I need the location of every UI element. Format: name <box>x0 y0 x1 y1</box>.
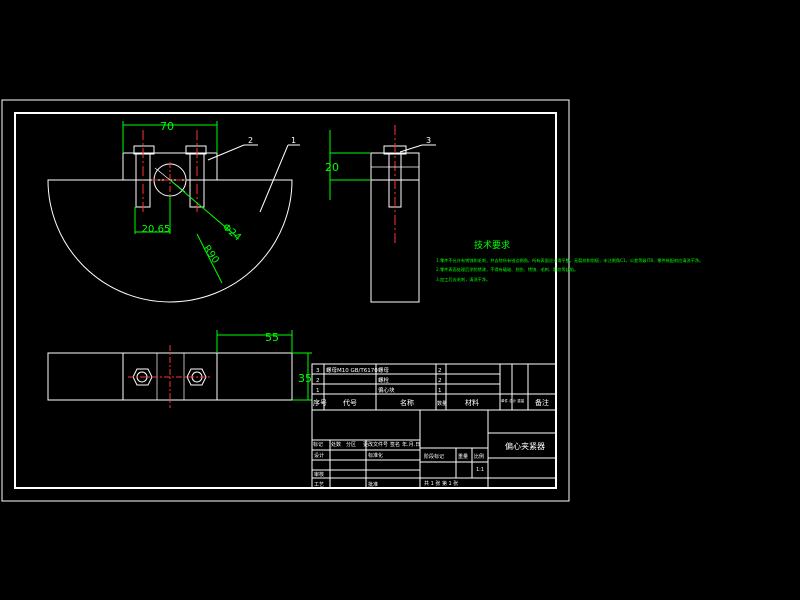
tb-process: 工艺 <box>314 482 324 488</box>
sheet-inner-frame <box>14 112 557 489</box>
bom-r1-name: 螺母 <box>378 366 390 374</box>
bom-text: 3 螺母M10 GB/T6170 螺母 2 2 螺栓 2 1 偏心块 1 序号 … <box>313 366 549 407</box>
tb-label-1: 处数 <box>331 441 341 448</box>
tb-label-0: 标记 <box>313 441 323 448</box>
dim-text-55: 55 <box>265 331 279 344</box>
plan-view: 55 35 <box>47 330 312 408</box>
dim-text-35: 35 <box>298 372 312 385</box>
leader-dia24 <box>169 179 237 237</box>
tb-label-2: 分区 <box>346 441 356 448</box>
tb-stage: 阶段标记 <box>424 453 444 460</box>
front-view: 70 20.65 Φ24 R90 2 1 <box>47 120 300 303</box>
dim-text-r90: R90 <box>201 243 221 265</box>
tb-approve: 批准 <box>368 481 378 488</box>
dim-text-2065: 20.65 <box>142 224 171 235</box>
tb-label-5: 年.月.日 <box>402 441 420 448</box>
bom-h-material: 材料 <box>465 398 479 407</box>
bom-h-note: 备注 <box>535 398 549 407</box>
tech-requirements: 技术要求 1.零件不允许有锈蚀和毛刺，并去除所有锐边倒角，所有表面应光滑平整，无… <box>436 239 703 283</box>
title-frame <box>311 409 557 489</box>
bom-h-weight: 单件 总计 重量 <box>501 398 525 403</box>
tb-standardize: 标准化 <box>368 452 383 459</box>
tb-part-name: 偏心夹紧器 <box>505 441 545 451</box>
tech-item-3: 3.加工后去毛刺，清洗干净。 <box>436 276 490 283</box>
bom-r3-no: 1 <box>316 388 320 394</box>
balloon-2: 2 <box>248 136 253 145</box>
bom-r2-no: 2 <box>316 378 320 384</box>
bom-r3-qty: 1 <box>438 388 442 394</box>
leader-r90 <box>196 233 223 284</box>
tb-weight: 重量 <box>458 453 468 460</box>
bom-r2-qty: 2 <box>438 378 442 384</box>
balloon-3: 3 <box>426 136 431 145</box>
bom-h-code: 代号 <box>343 398 357 407</box>
bom-h-no: 序号 <box>313 398 327 407</box>
balloon-leader-2 <box>207 144 245 161</box>
tech-title: 技术要求 <box>474 239 510 251</box>
bom-r3-name: 偏心块 <box>378 386 395 394</box>
tb-label-3: 更改文件号 <box>363 441 388 448</box>
eccentric-body <box>47 179 293 303</box>
bom-r1-no: 3 <box>316 368 320 374</box>
sheet-outer-border <box>1 99 570 502</box>
title-block-text: 标记 处数 分区 更改文件号 签名 年.月.日 设计 标准化 审核 工艺 批准 … <box>313 441 545 488</box>
tb-scale: 比例 <box>474 453 484 460</box>
balloon-leader-3 <box>399 144 423 153</box>
tb-scale-value: 1:1 <box>476 467 484 473</box>
tb-check: 审核 <box>314 471 324 478</box>
bom-r1-qty: 2 <box>438 368 442 374</box>
tb-label-4: 签名 <box>390 441 400 448</box>
bom-h-qty: 数量 <box>437 400 447 407</box>
title-block <box>311 409 557 489</box>
side-view: 20 3 <box>325 125 436 303</box>
dim-text-20: 20 <box>325 161 339 174</box>
tb-design: 设计 <box>314 452 324 459</box>
dim-text-70: 70 <box>160 120 174 133</box>
balloon-1: 1 <box>291 136 296 145</box>
tb-sheets: 共 1 张 第 1 张 <box>424 480 458 487</box>
bom-r1-code: 螺母M10 GB/T6170 <box>326 366 378 374</box>
bom-h-name: 名称 <box>400 398 414 407</box>
tech-item-1: 1.零件不允许有锈蚀和毛刺，并去除所有锐边倒角，所有表面应光滑平整，无裂纹和划痕… <box>436 257 703 264</box>
dim-text-dia24: Φ24 <box>220 222 243 244</box>
balloon-leader-1 <box>259 144 289 213</box>
bom-table <box>311 363 557 411</box>
tech-item-2: 2.零件表面处理后涂防锈漆，不得有磕碰、划伤、锈蚀、毛刺、裂纹等缺陷。 <box>436 266 578 273</box>
bom-r2-name: 螺栓 <box>378 376 390 384</box>
